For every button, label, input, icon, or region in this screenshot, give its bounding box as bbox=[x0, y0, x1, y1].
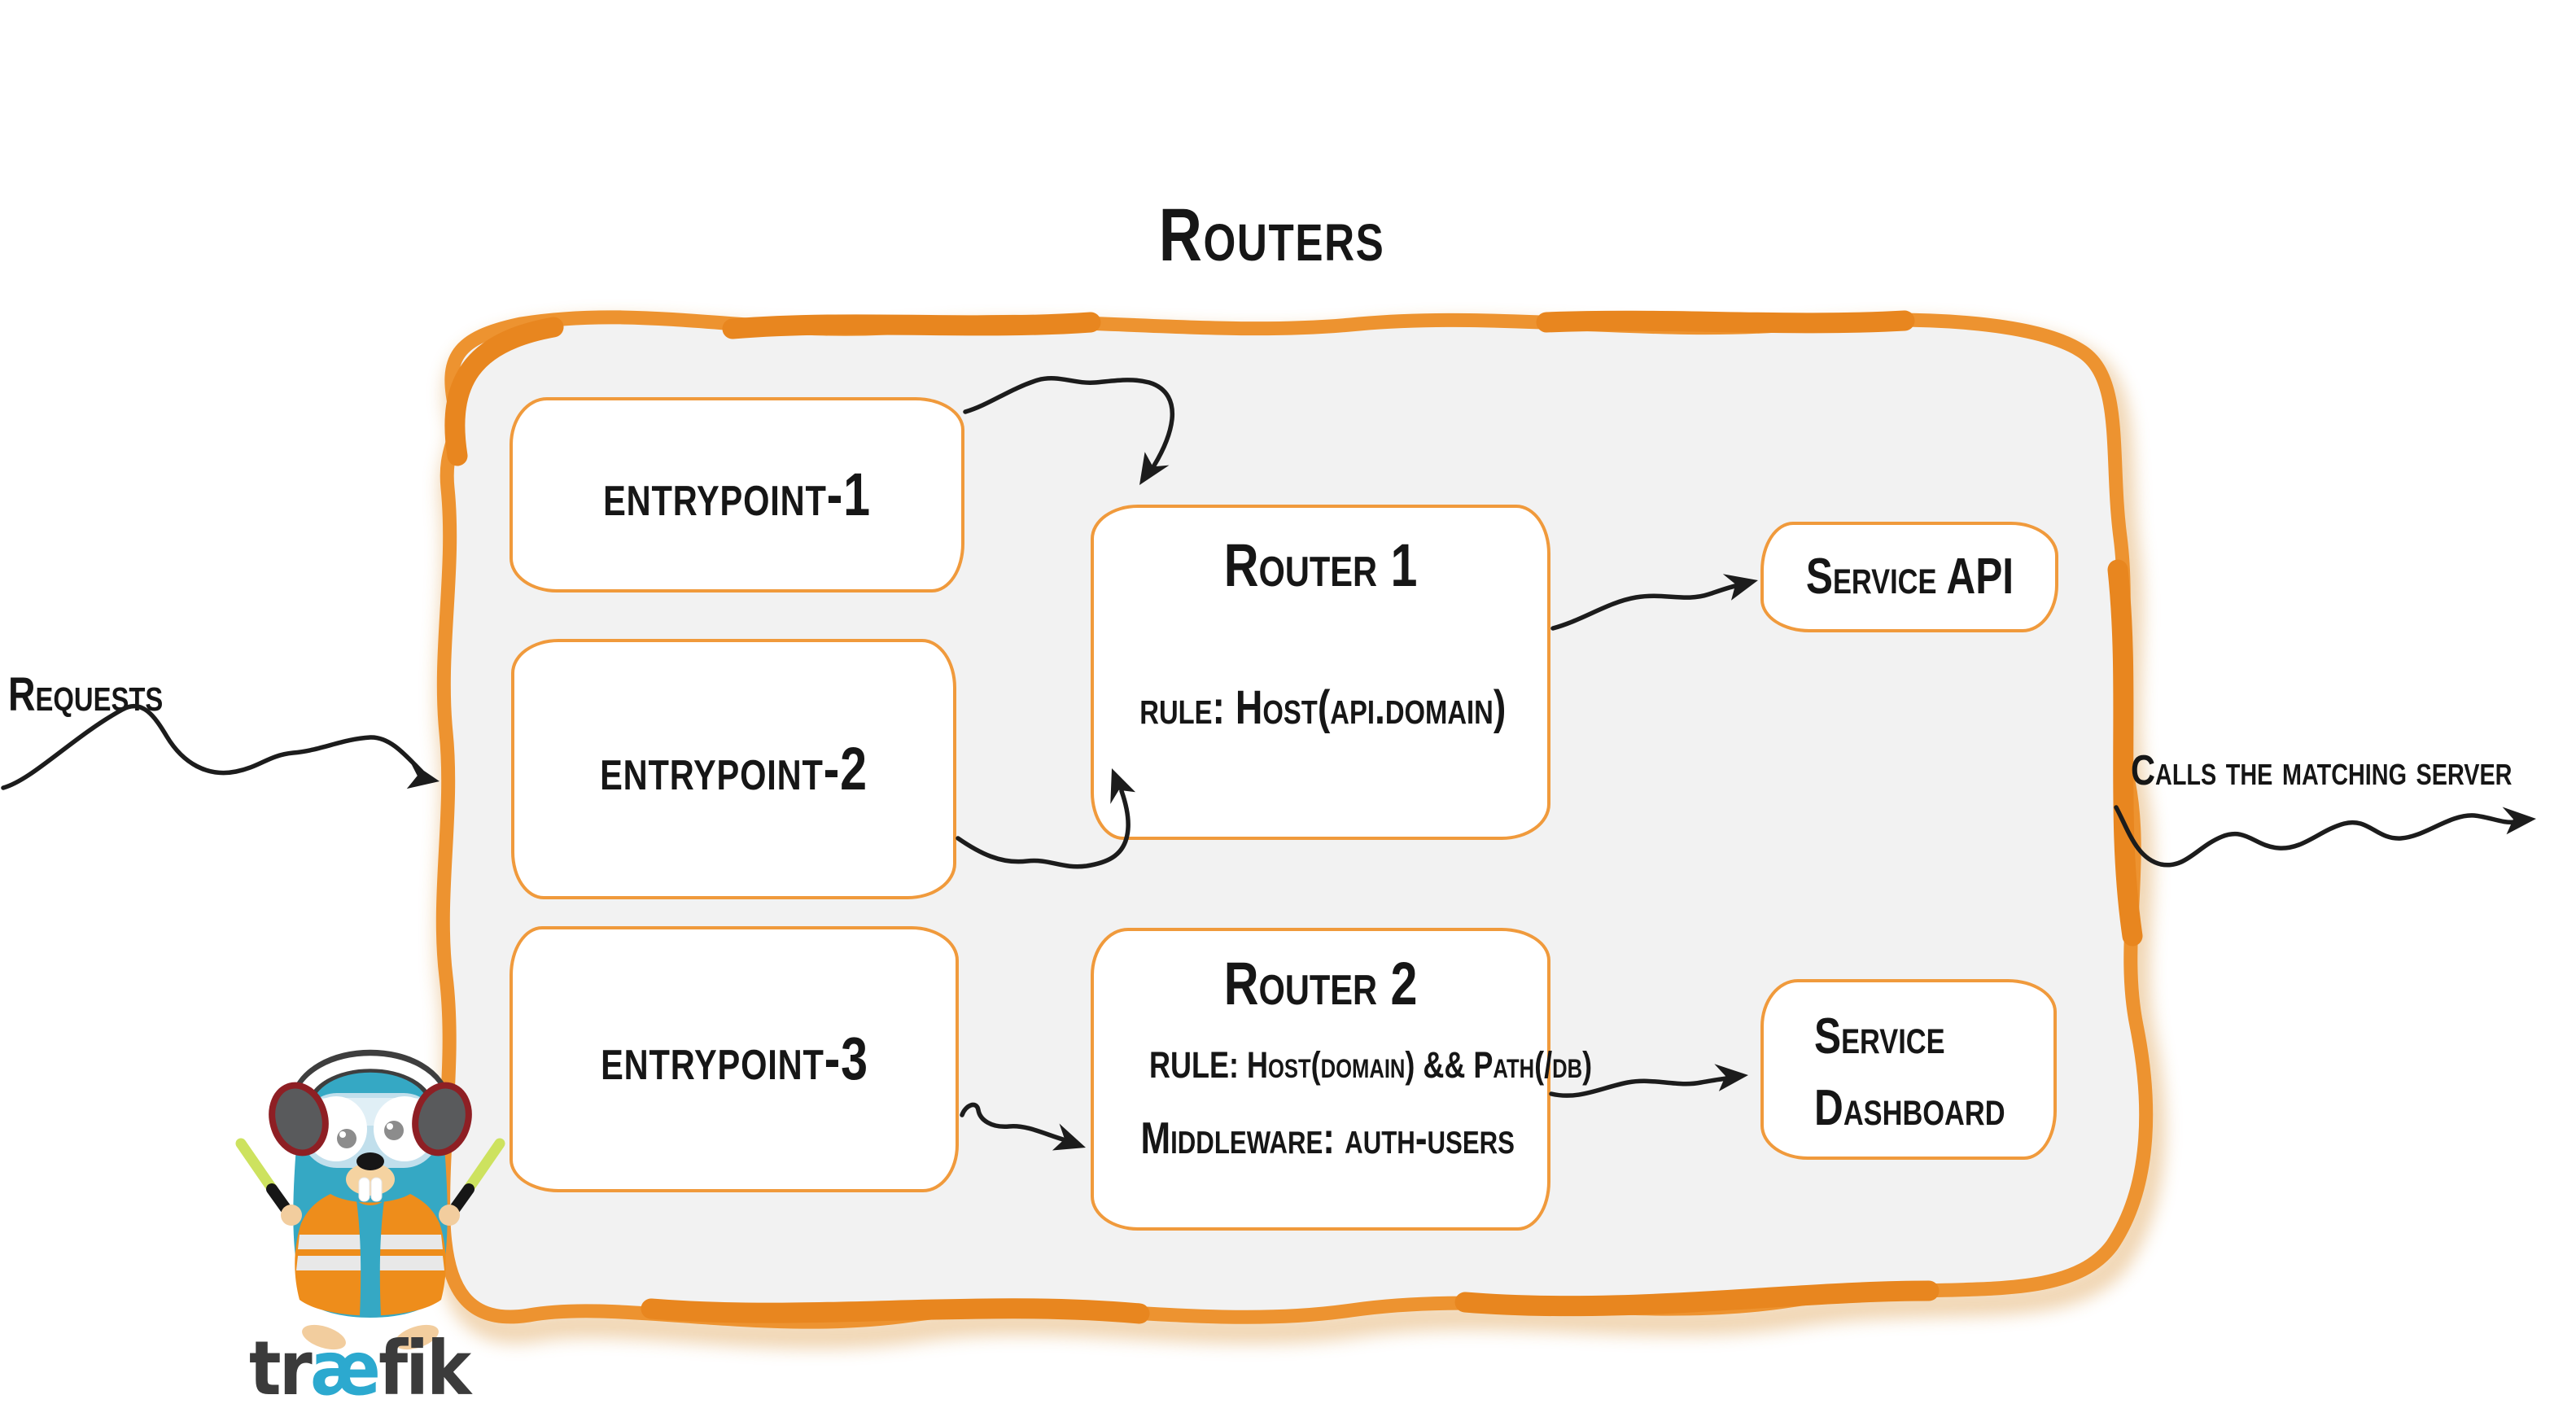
wordmark-tr: tr bbox=[249, 1325, 313, 1408]
page-title-text: Routers bbox=[1159, 194, 1385, 277]
entrypoint-1-box: entrypoint-1 bbox=[510, 397, 964, 592]
router-2-title: Router 2 bbox=[1223, 950, 1418, 1017]
entrypoint-1-label: entrypoint-1 bbox=[603, 460, 871, 528]
gopher-feet bbox=[302, 1324, 439, 1350]
calls-matching-server-label: Calls the matching server bbox=[2131, 747, 2513, 794]
gopher-muzzle bbox=[346, 1163, 395, 1196]
service-api-label: Service API bbox=[1805, 549, 2014, 606]
service-dashboard-line1: Service bbox=[1814, 1008, 1945, 1065]
gopher-safety-vest bbox=[295, 1194, 446, 1316]
service-dashboard-line2: Dashboard bbox=[1814, 1080, 2005, 1136]
container-brush-accents bbox=[444, 310, 2143, 1324]
traefik-wordmark: træfik bbox=[249, 1325, 471, 1408]
entrypoint-3-box: entrypoint-3 bbox=[510, 926, 959, 1192]
router-1-title: Router 1 bbox=[1223, 531, 1418, 599]
gopher-nose bbox=[356, 1152, 384, 1170]
entrypoint-2-box: entrypoint-2 bbox=[511, 639, 956, 899]
entrypoint-3-label: entrypoint-3 bbox=[600, 1025, 868, 1093]
router-2-middleware: Middleware: auth-users bbox=[1140, 1113, 1515, 1163]
router-2-rule: RULE: Host(domain) && Path(/db) bbox=[1149, 1044, 1593, 1086]
service-api-box: Service API bbox=[1760, 522, 2058, 632]
gopher-headphones bbox=[269, 1049, 472, 1157]
gopher-light-batons bbox=[235, 1138, 505, 1226]
wordmark-fik: fik bbox=[378, 1325, 471, 1408]
router-1-rule: rule: Host(api.domain) bbox=[1139, 681, 1507, 734]
requests-label: Requests bbox=[8, 668, 164, 721]
gopher-teeth bbox=[358, 1177, 383, 1202]
entrypoint-2-label: entrypoint-2 bbox=[600, 734, 868, 802]
traefik-gopher-logo bbox=[228, 1021, 513, 1363]
router-2-box: Router 2 RULE: Host(domain) && Path(/db)… bbox=[1091, 928, 1593, 1231]
router-1-box: Router 1 rule: Host(api.domain) bbox=[1091, 505, 1550, 840]
page-title: Routers bbox=[1028, 194, 1516, 278]
wordmark-ae: æ bbox=[310, 1325, 381, 1408]
service-dashboard-box: Service Dashboard bbox=[1760, 979, 2057, 1160]
